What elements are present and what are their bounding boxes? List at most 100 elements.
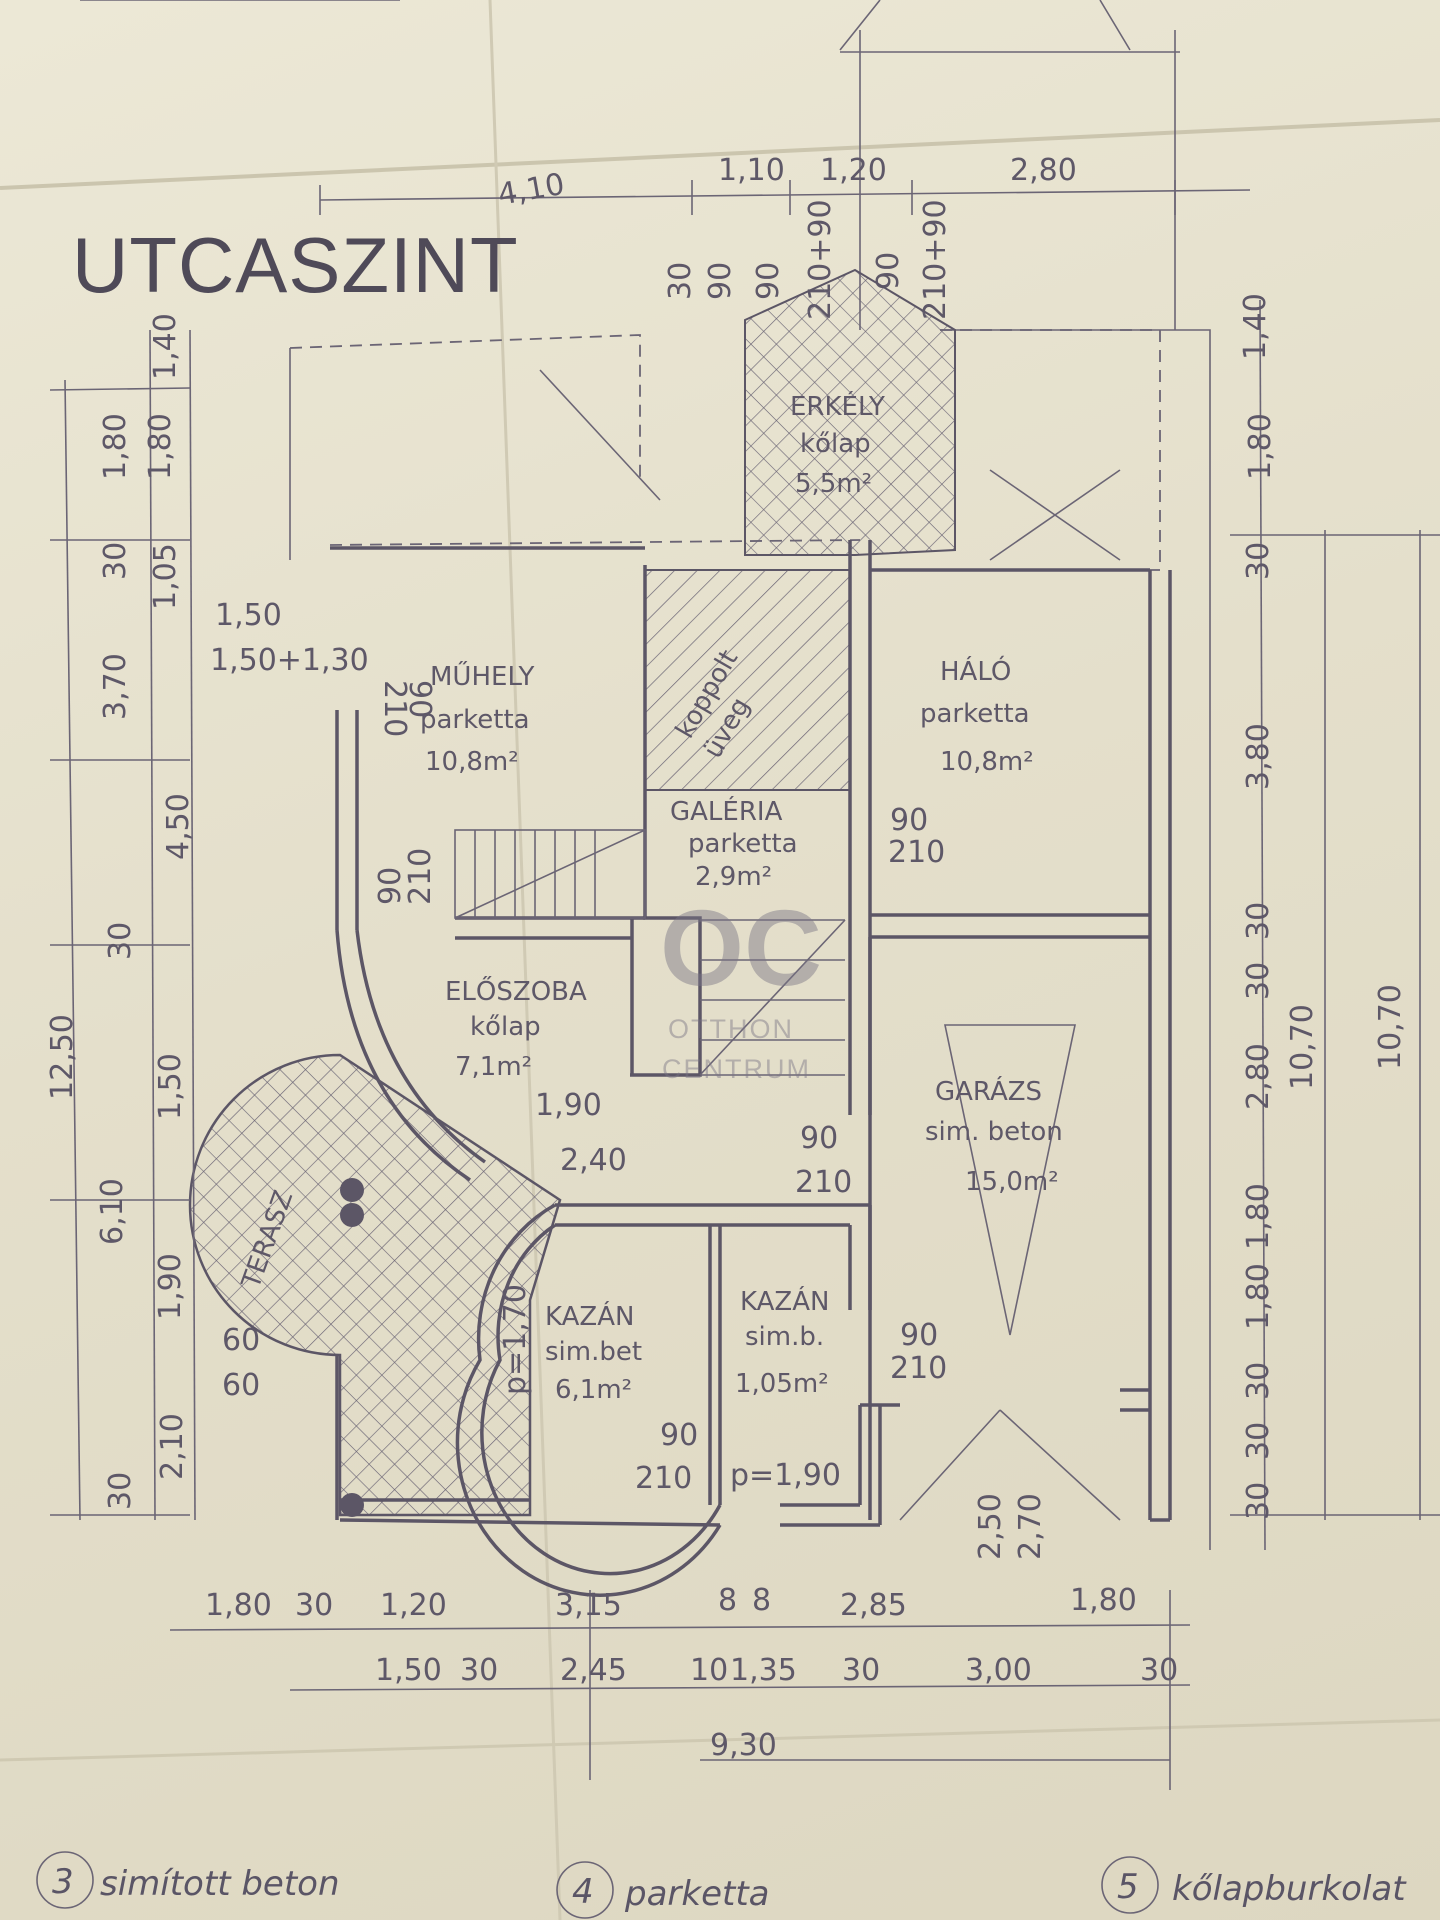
dim-bottom-1: 1,20	[380, 1588, 447, 1623]
room-floor-galeria: parketta	[688, 829, 798, 859]
door-label: 1,90	[535, 1088, 602, 1123]
legend-number: 5	[1117, 1867, 1139, 1907]
door-label: 210	[403, 848, 438, 905]
room-floor-erkely: kőlap	[800, 429, 871, 459]
dim-left-inner: 60	[222, 1368, 260, 1403]
dim-bottom-1: 8	[718, 1583, 737, 1618]
dim-bottom-2: 3,00	[965, 1653, 1032, 1688]
door-label: 90	[373, 867, 408, 905]
dim-top-small: 30	[663, 262, 698, 300]
room-area-eloszoba: 7,1m²	[455, 1052, 532, 1082]
dim-left-inner: 1,50	[153, 1053, 188, 1120]
door-label: 90	[402, 680, 437, 718]
room-area-garazs: 15,0m²	[965, 1167, 1059, 1197]
room-floor-garazs: sim. beton	[925, 1117, 1063, 1147]
door-label: 2,70	[1013, 1493, 1048, 1560]
room-floor-halo: parketta	[920, 699, 1030, 729]
dim-bottom-2: 10	[690, 1653, 728, 1688]
dim-bottom-2: 30	[460, 1653, 498, 1688]
dim-top: 1,10	[718, 153, 785, 188]
dim-top: 4,10	[495, 167, 567, 213]
dim-left-inner: 1,05	[148, 543, 183, 610]
dim-top: 1,20	[820, 153, 887, 188]
walls	[330, 540, 1172, 1598]
dim-bottom-1: 8	[752, 1583, 771, 1618]
dim-right: 30	[1241, 542, 1276, 580]
paper-fold	[0, 118, 1440, 190]
legend-marker-4	[556, 1861, 614, 1919]
door-label: 2,50	[973, 1493, 1008, 1560]
column-mark	[340, 1178, 364, 1202]
door-label: 210	[377, 680, 412, 737]
door-label: 90	[900, 1318, 938, 1353]
legend-number: 3	[52, 1862, 74, 1902]
door-label: 90	[890, 803, 928, 838]
dim-right: 30	[1241, 902, 1276, 940]
dim-bottom-1: 30	[295, 1588, 333, 1623]
room-area-halo: 10,8m²	[940, 747, 1034, 777]
dim-right: 30	[1241, 1482, 1276, 1520]
door-label: 210	[890, 1351, 947, 1386]
dim-right: 1,80	[1243, 413, 1278, 480]
room-area-kazan-small: 1,05m²	[735, 1369, 829, 1399]
room-name-kazan: KAZÁN	[545, 1300, 634, 1332]
balcony-area	[744, 268, 956, 556]
room-area-erkely: 5,5m²	[795, 469, 872, 499]
watermark-logo: OC	[660, 887, 822, 1008]
bottom-dimensions: 1,80 30 1,20 3,15 8 8 2,85 1,80 1,50 30 …	[169, 1583, 1191, 1790]
door-label: 2,40	[560, 1143, 627, 1178]
door-label: 1,50	[215, 598, 282, 633]
dim-right: 10,70	[1373, 984, 1408, 1070]
room-name-galeria: GALÉRIA	[670, 795, 783, 827]
dim-right: 3,80	[1241, 723, 1276, 790]
door-label: 90	[800, 1121, 838, 1156]
dim-left-outer: 12,50	[45, 1014, 80, 1100]
room-area-galeria: 2,9m²	[695, 862, 772, 892]
room-floor-kazan: sim.bet	[545, 1337, 642, 1367]
dim-right: 2,80	[1241, 1043, 1276, 1110]
dim-left-inner: 1,80	[143, 413, 178, 480]
dim-bottom-1: 2,85	[840, 1588, 907, 1623]
legend-number: 4	[572, 1872, 594, 1912]
left-dimensions-inner: 1,80 1,40 1,05 30 1,50 1,90 60 60 2,10 3…	[103, 313, 260, 1521]
door-label: 1,50+1,30	[210, 643, 369, 678]
room-name-halo: HÁLÓ	[940, 655, 1011, 687]
dim-left-outer: 1,80	[98, 413, 133, 480]
dim-left-inner: 60	[222, 1323, 260, 1358]
garage-ramp-mark	[944, 1024, 1076, 1336]
dim-right: 1,40	[1238, 293, 1273, 360]
room-floor-kazan-small: sim.b.	[745, 1322, 824, 1352]
dim-bottom-2: 1,50	[375, 1653, 442, 1688]
dim-bottom-1: 1,80	[1070, 1583, 1137, 1618]
room-floor-eloszoba: kőlap	[470, 1012, 541, 1042]
dim-right: 1,80	[1241, 1183, 1276, 1250]
dim-top-small: 90	[751, 262, 786, 300]
dim-right: 10,70	[1285, 1004, 1320, 1090]
stairs	[454, 829, 846, 1076]
garage-door-swing	[899, 1409, 1001, 1521]
dim-left-inner: 2,10	[155, 1413, 190, 1480]
dim-left-inner: 30	[103, 922, 138, 960]
dim-top: 2,80	[1010, 153, 1077, 188]
dim-left-inner: 1,40	[148, 313, 183, 380]
legend-text: simított beton	[100, 1864, 340, 1904]
garage-door-swing	[999, 1409, 1121, 1521]
dim-bottom-2: 30	[1140, 1653, 1178, 1688]
room-name-erkely: ERKÉLY	[790, 390, 885, 422]
watermark-line1: OTTHON	[668, 1014, 794, 1044]
dim-top-small: 210+90	[918, 199, 953, 320]
legend: 3 simított beton 4 parketta 5 kőlapburko…	[36, 1851, 1407, 1919]
dim-left-inner: 30	[103, 1472, 138, 1510]
door-label: 210	[888, 835, 945, 870]
column-mark	[340, 1493, 364, 1517]
dim-bottom-2: 1,35	[730, 1653, 797, 1688]
dim-right: 30	[1241, 962, 1276, 1000]
legend-text: parketta	[624, 1874, 770, 1914]
room-name-garazs: GARÁZS	[935, 1075, 1042, 1107]
dim-left-outer: 3,70	[98, 653, 133, 720]
dim-left-outer: 6,10	[95, 1178, 130, 1245]
dim-bottom-1: 3,15	[555, 1588, 622, 1623]
dim-right: 30	[1241, 1422, 1276, 1460]
legend-text: kőlapburkolat	[1172, 1869, 1407, 1909]
